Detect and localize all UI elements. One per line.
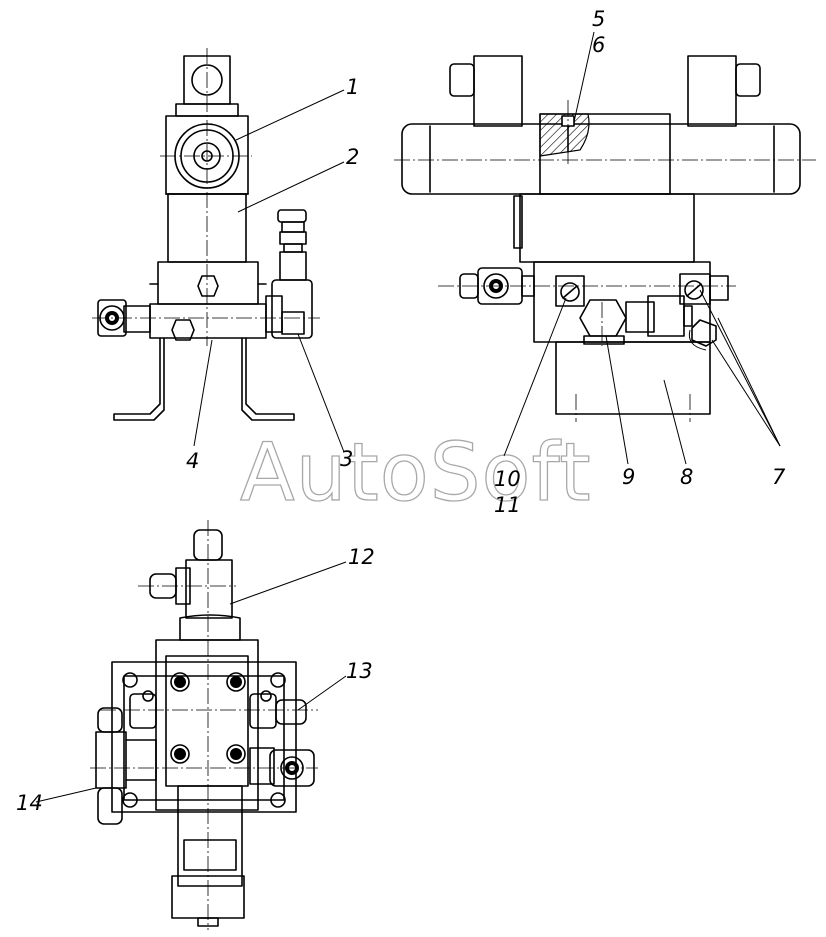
callout-11: 11 [494,493,521,517]
callout-2: 2 [346,145,359,169]
callout-8: 8 [680,465,693,489]
view-bottom [90,520,318,930]
callout-7: 7 [772,465,786,489]
callout-9: 9 [622,465,635,489]
view-side [394,55,816,422]
callout-1: 1 [346,75,359,99]
callout-4: 4 [186,449,199,473]
callout-10: 10 [494,467,521,491]
watermark: AutoSoft [240,426,592,519]
callout-12: 12 [348,545,375,569]
callout-3: 3 [340,447,353,471]
callout-6: 6 [592,33,605,57]
callout-14: 14 [16,791,43,815]
callout-5: 5 [592,7,605,31]
callouts: 1 2 3 4 5 6 7 8 9 10 11 12 13 14 [16,7,786,815]
callout-13: 13 [346,659,373,683]
view-front [92,48,320,421]
leader-lines [35,31,781,803]
